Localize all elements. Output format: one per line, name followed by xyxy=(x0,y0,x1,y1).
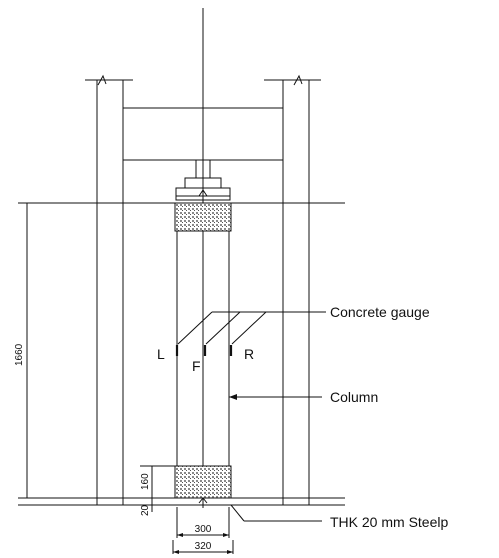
height-dimension xyxy=(22,202,32,499)
plate-thickness-dimension xyxy=(147,498,157,512)
plate-width-dimension xyxy=(172,540,234,554)
gauge-left-label: L xyxy=(157,346,165,362)
column-label: Column xyxy=(330,389,378,405)
steel-plate-label: THK 20 mm Steelp xyxy=(330,514,448,530)
bottom-cap xyxy=(174,465,232,499)
cap-height-dimension xyxy=(140,465,175,498)
plate-width-label: 320 xyxy=(195,541,212,552)
column-width-label: 300 xyxy=(195,524,212,535)
column-width-dimension xyxy=(176,507,230,538)
loading-block xyxy=(175,159,231,201)
top-cap xyxy=(174,202,232,232)
gauge-front-label: F xyxy=(192,358,201,374)
plate-thickness-label: 20 xyxy=(140,504,151,516)
concrete-gauge-label: Concrete gauge xyxy=(330,304,430,320)
concrete-gauges xyxy=(175,311,326,356)
column-leader-arrow xyxy=(229,394,237,400)
cap-height-label: 160 xyxy=(140,473,151,490)
height-dimension-label: 1660 xyxy=(14,343,25,366)
steel-plate-leader xyxy=(230,504,245,522)
gauge-right-label: R xyxy=(244,346,254,362)
loading-frame xyxy=(85,74,321,505)
steel-plate xyxy=(18,497,345,506)
